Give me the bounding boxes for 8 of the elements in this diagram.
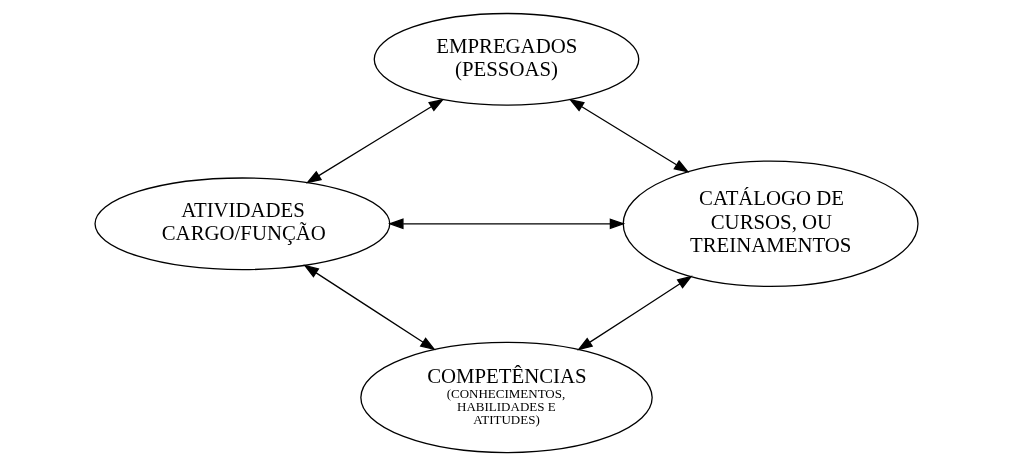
- arrow: [387, 218, 626, 230]
- arrow: [577, 275, 693, 351]
- arrow: [305, 98, 445, 184]
- node-ellipse: ATIVIDADES CARGO/FUNÇÃO: [94, 177, 391, 271]
- arrow: [568, 98, 690, 173]
- node-ellipse: EMPREGADOS (PESSOAS): [373, 12, 640, 106]
- arrow: [303, 264, 436, 351]
- node-ellipse: COMPETÊNCIAS (CONHECIMENTOS, HABILIDADES E ATITUDES): [360, 341, 653, 454]
